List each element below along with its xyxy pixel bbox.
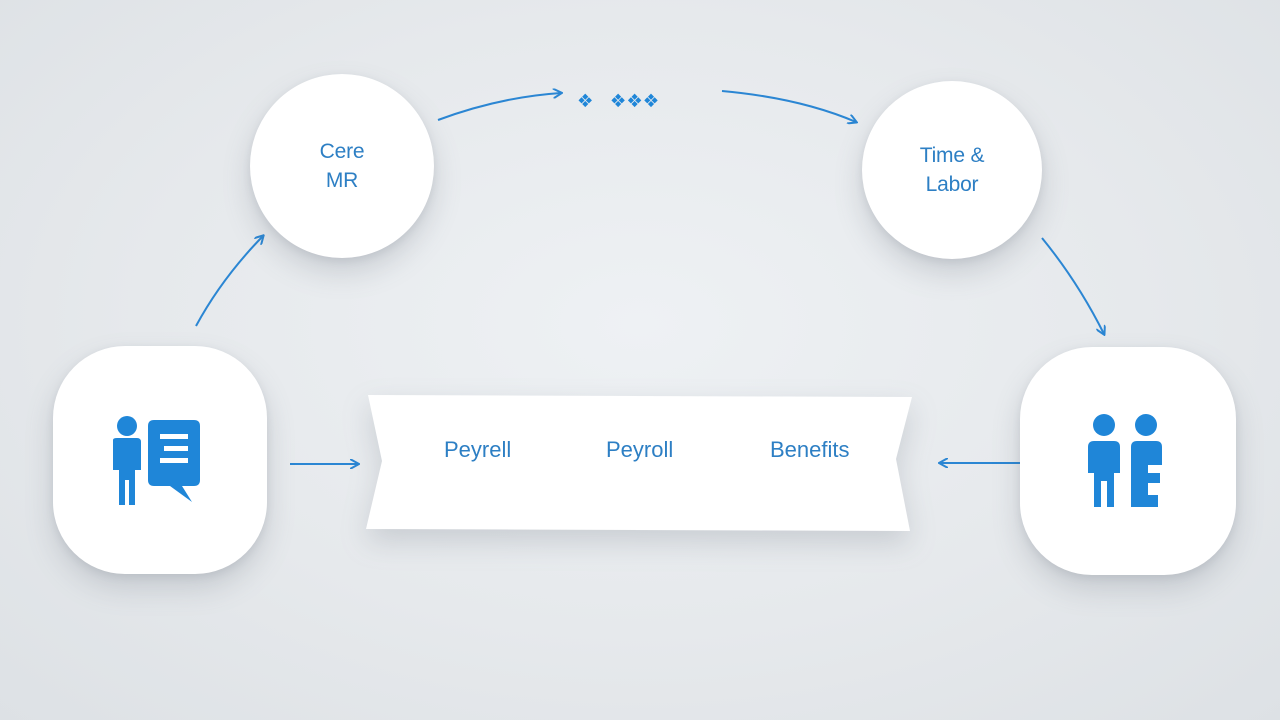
team-node [1020, 347, 1236, 575]
modules-banner: Peyrell Peyroll Benefits [360, 389, 920, 541]
core-hr-label-line1: Cere [319, 140, 365, 163]
employee-docs-node [53, 346, 267, 574]
time-labor-label-line2: Labor [925, 173, 979, 196]
top-label: ❖ ❖❖❖ [578, 85, 661, 113]
core-hr-label-line2: MR [325, 169, 359, 192]
banner-label-payroll-1: Peyrell [444, 437, 512, 462]
banner-label-benefits: Benefits [770, 437, 850, 462]
arrow-employee-to-core-hr [195, 236, 263, 327]
banner-label-payroll-2: Peyroll [606, 437, 674, 462]
person-document-icon [110, 410, 210, 510]
arrow-time-labor-to-team [1041, 237, 1104, 334]
two-people-icon [1078, 411, 1178, 511]
time-labor-node: Time & Labor [862, 81, 1042, 259]
core-hr-node: Cere MR [250, 74, 434, 258]
arrow-core-hr-to-top [437, 93, 561, 121]
time-labor-label-line1: Time & [919, 144, 985, 167]
arrow-top-to-time-labor [721, 90, 856, 122]
